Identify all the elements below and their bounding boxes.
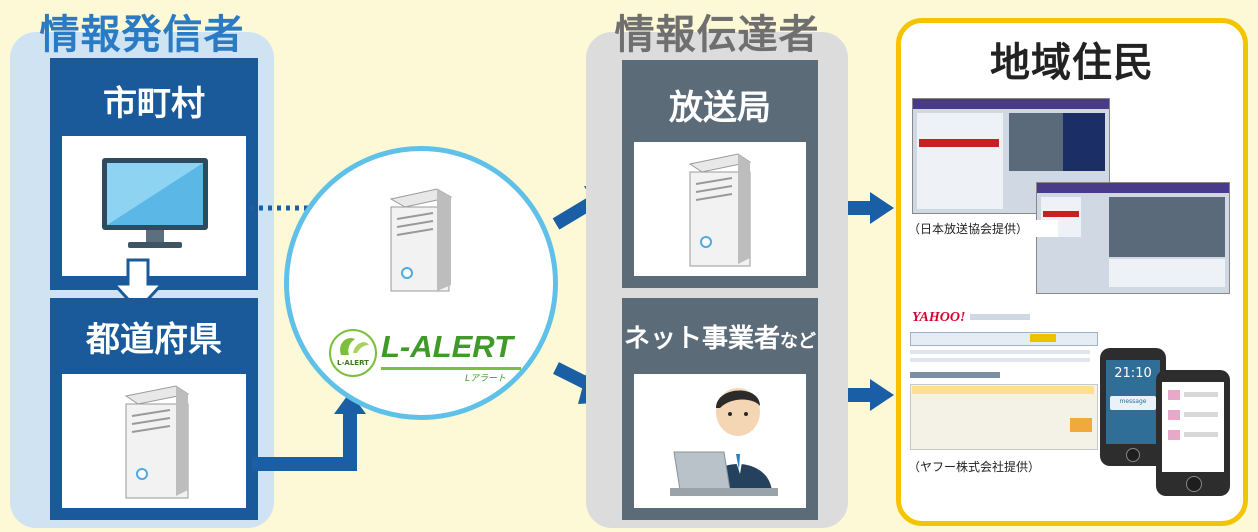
phone-home-button [1126,448,1140,462]
net-operator-name: ネット事業者 [623,324,780,354]
lalert-circle: L-ALERT L-ALERT Lアラート [284,146,558,420]
prefecture-image-frame [62,374,246,508]
municipality-image-frame [62,136,246,276]
arrow-to-tv-line [840,201,872,215]
net-operator-suffix: など [780,331,816,352]
municipality-label: 市町村 [103,84,205,124]
lalert-leaf-icon [340,337,369,355]
residents-heading: 地域住民 [990,40,1154,86]
broadcaster-card: 放送局 [622,60,818,288]
net-operator-label: ネット事業者など [622,318,818,355]
lalert-logo-underline [381,367,521,370]
transmitters-heading: 情報伝達者 [614,12,820,58]
down-arrow-icon [110,258,166,313]
phone-time: 21:10 [1114,366,1152,381]
prefecture-card: 都道府県 [50,298,258,520]
net-operator-card: ネット事業者など [622,298,818,520]
senders-heading: 情報発信者 [39,12,245,58]
prefecture-label: 都道府県 [86,320,222,360]
phone-home-button-2 [1186,476,1202,492]
broadcaster-image-frame [634,142,806,276]
server-icon [124,385,190,499]
elbow-arrow-line [252,410,357,471]
arrow-to-tv-head [870,192,894,224]
person-laptop-icon [670,388,778,496]
nhk-credit: （日本放送協会提供） [908,220,1058,237]
elbow-arrow-head [334,392,366,414]
smartphone-back: 21:10 message [1100,348,1166,466]
nhk-screenshot-front [1036,182,1230,294]
lalert-logo-text: L-ALERT [381,329,514,364]
arrow-to-web-head [870,379,894,411]
broadcaster-server-icon [688,153,752,267]
lalert-server-icon [389,188,453,292]
lalert-badge-text: L-ALERT [337,359,369,367]
lalert-badge: L-ALERT [329,329,377,377]
lalert-logo-sub: Lアラート [465,374,507,384]
yahoo-credit: （ヤフー株式会社提供） [908,460,1041,474]
monitor-icon [102,158,208,248]
yahoo-logo: YAHOO! [912,310,966,325]
phone-message: message [1119,398,1147,405]
arrow-to-web-line [840,388,872,402]
broadcaster-label: 放送局 [669,88,771,128]
smartphone-front [1156,370,1230,496]
net-operator-image-frame [634,374,806,508]
yahoo-screenshot: YAHOO! [910,310,1100,450]
municipality-card: 市町村 [50,58,258,290]
